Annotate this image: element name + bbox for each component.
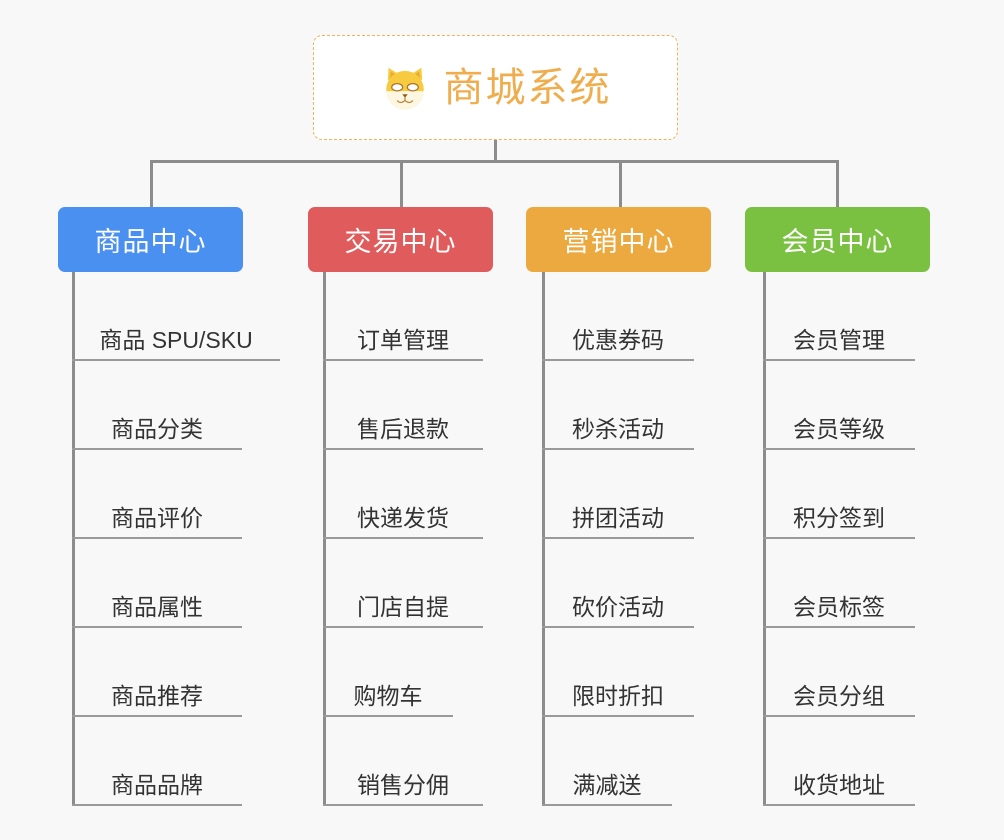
leaf-label: 商品评价 [111, 504, 203, 531]
leaf-label: 会员管理 [793, 326, 885, 353]
branch-node-2[interactable]: 营销中心 [526, 207, 711, 272]
leaf-label: 商品分类 [111, 415, 203, 442]
connector-drop-3 [619, 160, 622, 208]
branch-node-1[interactable]: 交易中心 [308, 207, 493, 272]
leaf-item[interactable]: 商品 SPU/SKU [72, 272, 280, 361]
leaf-label: 秒杀活动 [572, 415, 664, 442]
leaf-trunk-2 [542, 272, 545, 806]
leaf-item[interactable]: 商品推荐 [72, 628, 242, 717]
leaf-item[interactable]: 会员管理 [763, 272, 915, 361]
leaf-item[interactable]: 限时折扣 [542, 628, 694, 717]
leaf-label: 拼团活动 [572, 504, 664, 531]
leaf-item[interactable]: 商品属性 [72, 539, 242, 628]
leaf-item[interactable]: 会员等级 [763, 361, 915, 450]
leaf-label: 积分签到 [793, 504, 885, 531]
leaf-item[interactable]: 门店自提 [323, 539, 483, 628]
leaf-label: 限时折扣 [572, 682, 664, 709]
leaf-label: 会员等级 [793, 415, 885, 442]
leaf-item[interactable]: 订单管理 [323, 272, 483, 361]
leaf-label: 订单管理 [357, 326, 449, 353]
leaf-item[interactable]: 积分签到 [763, 450, 915, 539]
leaf-trunk-1 [323, 272, 326, 806]
leaf-label: 收货地址 [793, 771, 885, 798]
leaf-label: 快递发货 [357, 504, 449, 531]
branch-label-3: 会员中心 [781, 227, 894, 257]
leaf-item[interactable]: 拼团活动 [542, 450, 694, 539]
leaf-label: 优惠券码 [572, 326, 664, 353]
leaf-label: 商品属性 [111, 593, 203, 620]
leaf-label: 门店自提 [357, 593, 449, 620]
leaf-label: 砍价活动 [572, 593, 664, 620]
leaf-label: 会员标签 [793, 593, 885, 620]
branch-label-0: 商品中心 [94, 227, 207, 257]
leaf-item[interactable]: 砍价活动 [542, 539, 694, 628]
root-node[interactable]: 商城系统 [313, 35, 678, 140]
leaf-item[interactable]: 收货地址 [763, 717, 915, 806]
branch-node-3[interactable]: 会员中心 [745, 207, 930, 272]
leaf-item[interactable]: 商品分类 [72, 361, 242, 450]
leaf-item[interactable]: 秒杀活动 [542, 361, 694, 450]
leaf-label: 会员分组 [793, 682, 885, 709]
connector-bus [150, 160, 839, 163]
leaf-item[interactable]: 快递发货 [323, 450, 483, 539]
leaf-label: 售后退款 [357, 415, 449, 442]
leaf-item[interactable]: 购物车 [323, 628, 453, 717]
leaf-item[interactable]: 优惠券码 [542, 272, 694, 361]
connector-root-stem [494, 140, 497, 162]
leaf-item[interactable]: 会员分组 [763, 628, 915, 717]
leaf-trunk-0 [72, 272, 75, 806]
leaf-label: 销售分佣 [357, 771, 449, 798]
branch-label-2: 营销中心 [562, 227, 675, 257]
branch-node-0[interactable]: 商品中心 [58, 207, 243, 272]
connector-drop-4 [836, 160, 839, 208]
connector-drop-1 [150, 160, 153, 208]
connector-drop-2 [400, 160, 403, 208]
leaf-item[interactable]: 售后退款 [323, 361, 483, 450]
leaf-trunk-3 [763, 272, 766, 806]
leaf-item[interactable]: 会员标签 [763, 539, 915, 628]
branch-label-1: 交易中心 [344, 227, 457, 257]
leaf-label: 购物车 [353, 682, 423, 709]
shiba-dog-icon [380, 63, 430, 113]
leaf-label: 商品品牌 [111, 771, 203, 798]
leaf-item[interactable]: 满减送 [542, 717, 672, 806]
leaf-label: 商品 SPU/SKU [99, 326, 253, 353]
leaf-item[interactable]: 商品品牌 [72, 717, 242, 806]
leaf-item[interactable]: 销售分佣 [323, 717, 483, 806]
leaf-item[interactable]: 商品评价 [72, 450, 242, 539]
leaf-label: 商品推荐 [111, 682, 203, 709]
root-title: 商城系统 [443, 65, 612, 110]
leaf-label: 满减送 [572, 771, 642, 798]
